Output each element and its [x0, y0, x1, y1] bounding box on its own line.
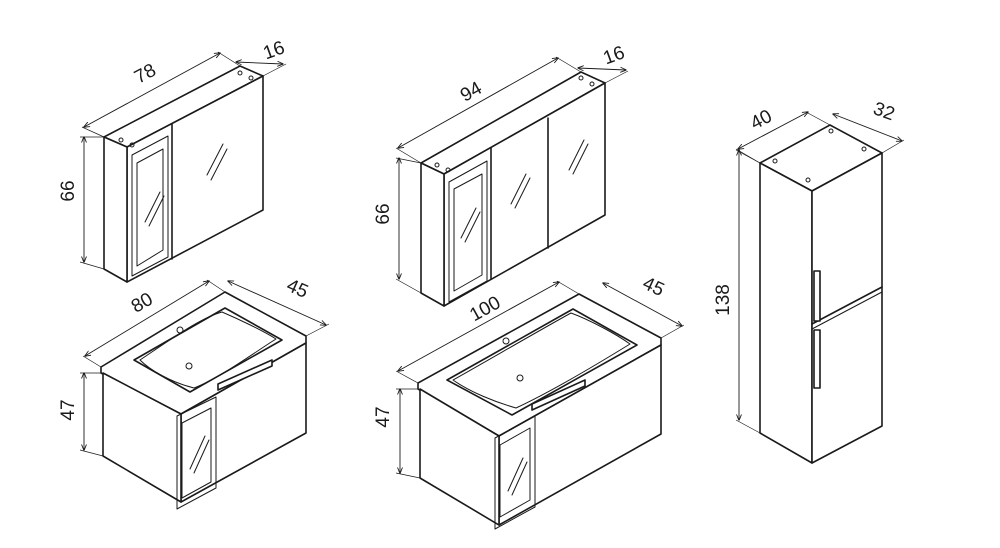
dimension-lines-vanity-large	[395, 280, 685, 479]
dimension-lines-mirror-small	[79, 51, 287, 270]
column-depth-label: 32	[870, 98, 897, 125]
mirror-small-depth-label: 16	[261, 37, 288, 64]
mirror-small-height-label: 66	[58, 180, 79, 201]
column-width-label: 40	[747, 106, 776, 134]
vanity-small-height-label: 47	[58, 399, 79, 420]
vanity-small-width-label: 80	[128, 289, 157, 318]
vanity-large	[417, 293, 662, 530]
mirror-cabinet-small	[103, 65, 264, 283]
mirror-large-height-label: 66	[373, 203, 394, 224]
vanity-large-height-label: 47	[373, 406, 394, 427]
dimension-lines-tall-column	[735, 112, 905, 434]
dimension-lines-vanity-small	[79, 279, 330, 457]
vanity-small	[100, 291, 307, 510]
vanity-large-depth-label: 45	[639, 273, 667, 301]
mirror-large-width-label: 94	[457, 78, 486, 107]
column-height-label: 138	[713, 284, 734, 316]
mirror-cabinet-large	[420, 71, 606, 307]
mirror-large-depth-label: 16	[601, 42, 628, 69]
vanity-large-width-label: 100	[466, 292, 504, 326]
tall-column-cabinet	[759, 124, 883, 464]
vanity-small-depth-label: 45	[283, 275, 311, 303]
mirror-small-width-label: 78	[131, 60, 160, 88]
